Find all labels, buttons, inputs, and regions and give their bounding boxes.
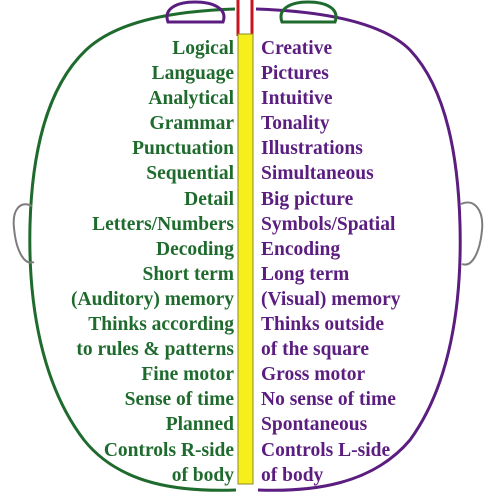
left-top-knob: [165, 0, 226, 24]
right-hemisphere-line: No sense of time: [261, 389, 396, 411]
left-hemisphere-line: Planned: [165, 414, 234, 436]
left-hemisphere-outline: [28, 7, 237, 492]
right-ear: [460, 201, 484, 266]
right-hemisphere-line: Tonality: [261, 113, 330, 135]
right-hemisphere-line: Symbols/Spatial: [261, 213, 396, 235]
left-hemisphere-line: Decoding: [156, 238, 234, 260]
right-hemisphere-line: Long term: [261, 263, 350, 285]
right-hemisphere-line: Gross motor: [261, 364, 366, 386]
right-hemisphere-line: Simultaneous: [261, 163, 374, 185]
right-hemisphere-line: Big picture: [261, 188, 354, 210]
right-hemisphere-line: of the square: [261, 339, 369, 361]
left-hemisphere-line: Detail: [184, 188, 234, 210]
left-hemisphere-line: Grammar: [149, 113, 234, 135]
left-hemisphere-line: Punctuation: [132, 138, 234, 160]
left-hemisphere-line: Short term: [142, 263, 234, 285]
left-hemisphere-line: Sequential: [146, 163, 234, 185]
right-hemisphere-line: Creative: [261, 38, 333, 59]
left-hemisphere-line: to rules & patterns: [76, 339, 234, 361]
right-hemisphere-outline: [255, 7, 462, 492]
left-hemisphere-line: Thinks according: [88, 314, 234, 336]
left-ear: [12, 203, 35, 264]
left-hemisphere-line: Analytical: [148, 88, 234, 110]
left-hemisphere-line: Fine motor: [141, 364, 234, 386]
left-hemisphere-line: of body: [171, 464, 234, 486]
right-hemisphere-line: Encoding: [261, 238, 341, 260]
left-hemisphere-line: (Auditory) memory: [71, 288, 234, 310]
right-hemisphere-line: (Visual) memory: [261, 288, 401, 310]
center-divider: [237, 33, 254, 485]
right-hemisphere-line: Spontaneous: [261, 414, 368, 436]
right-hemisphere-line: Controls L-side: [261, 439, 391, 461]
left-hemisphere-line: Letters/Numbers: [92, 213, 234, 235]
right-top-knob: [279, 0, 338, 24]
right-hemisphere-line: Thinks outside: [261, 314, 385, 336]
right-hemisphere-line: Illustrations: [261, 138, 363, 160]
left-hemisphere-line: Sense of time: [124, 389, 234, 411]
right-hemisphere-line: of body: [261, 464, 324, 486]
right-hemisphere-line: Pictures: [261, 63, 329, 85]
left-hemisphere-line: Controls R-side: [103, 439, 234, 461]
right-hemisphere-line: Intuitive: [261, 88, 333, 110]
left-hemisphere-line: Language: [151, 63, 234, 85]
left-hemisphere-line: Logical: [172, 38, 234, 59]
